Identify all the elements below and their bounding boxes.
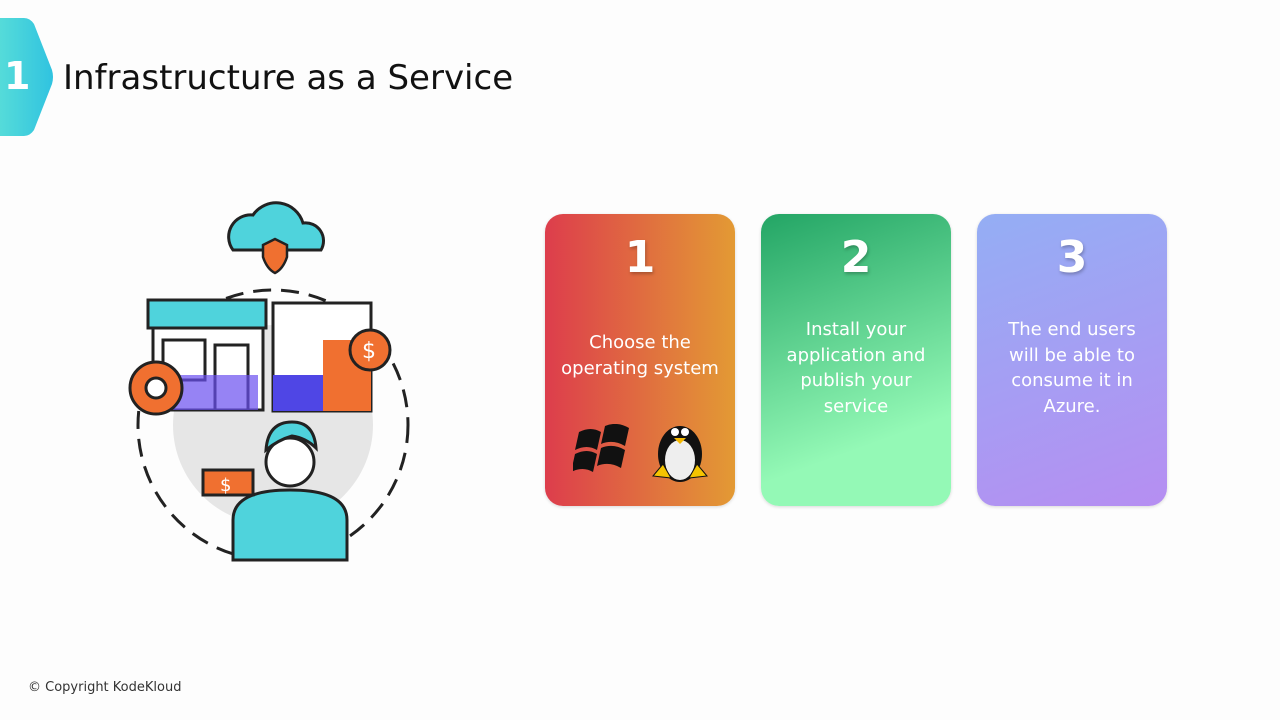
step-text: The end users will be able to consume it… <box>1008 319 1136 417</box>
windows-logo-icon <box>573 424 629 472</box>
iaas-illustration: $ $ <box>128 201 410 562</box>
step-number: 1 <box>624 232 656 283</box>
section-badge <box>0 18 53 136</box>
step-number: 2 <box>840 232 872 283</box>
step-number: 3 <box>1056 232 1088 283</box>
section-number: 1 <box>4 54 31 98</box>
svg-text:$: $ <box>220 475 231 496</box>
linux-tux-icon <box>652 426 708 482</box>
page-title: Infrastructure as a Service <box>63 58 514 98</box>
svg-text:$: $ <box>362 339 376 364</box>
step-card-1: 1 Choose the operating system <box>545 214 735 506</box>
step-text: Choose the operating system <box>561 332 719 379</box>
step-text: Install your application and publish you… <box>786 319 926 417</box>
step-card-3: 3 The end users will be able to consume … <box>977 214 1167 506</box>
step-card-2: 2 Install your application and publish y… <box>761 214 951 506</box>
copyright: © Copyright KodeKloud <box>28 680 182 695</box>
